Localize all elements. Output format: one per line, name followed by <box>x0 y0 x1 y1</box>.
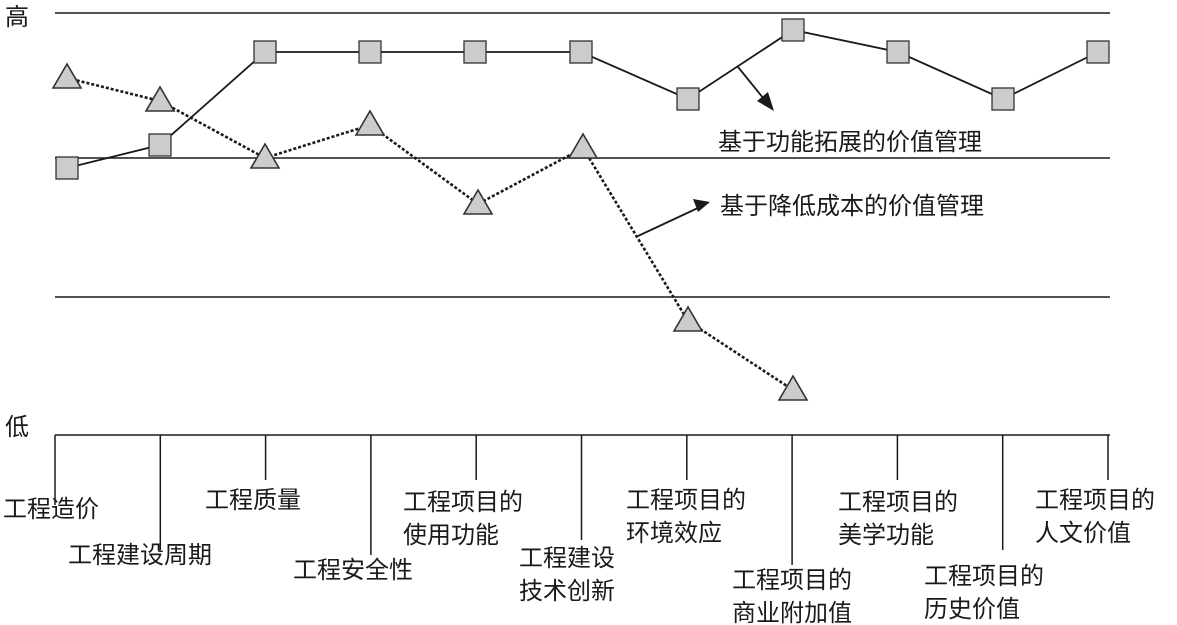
y-axis-low-label: 低 <box>5 413 29 441</box>
series-label-function: 基于功能拓展的价值管理 <box>718 128 982 156</box>
square-marker <box>781 18 805 42</box>
category-label: 工程项目的商业附加值 <box>732 566 852 625</box>
category-label: 工程建设周期 <box>68 541 212 569</box>
series-markers <box>51 18 1110 401</box>
square-marker <box>55 156 79 180</box>
legend-callout-cost: 基于降低成本的价值管理 <box>637 192 984 237</box>
triangle-marker <box>777 374 809 401</box>
triangle-marker <box>249 142 281 169</box>
triangle-marker <box>567 132 599 159</box>
triangle-marker <box>51 62 83 89</box>
triangle-marker <box>144 85 176 112</box>
callout-arrow-cost <box>637 206 701 237</box>
category-label: 工程质量 <box>205 486 301 514</box>
square-marker <box>991 87 1015 111</box>
square-marker <box>569 40 593 64</box>
y-axis-high-label: 高 <box>5 3 29 31</box>
category-label: 工程项目的使用功能 <box>403 488 523 549</box>
square-marker <box>148 133 172 157</box>
triangle-marker <box>672 305 704 332</box>
series-label-cost: 基于降低成本的价值管理 <box>720 192 984 220</box>
category-label: 工程项目的环境效应 <box>626 486 746 547</box>
category-ticks <box>54 435 1109 565</box>
square-marker <box>253 40 277 64</box>
legend-callout-function: 基于功能拓展的价值管理 <box>718 66 982 156</box>
triangle-marker <box>462 188 494 215</box>
square-marker <box>463 40 487 64</box>
category-label: 工程造价 <box>3 495 99 523</box>
square-marker <box>1086 40 1110 64</box>
callout-arrowhead-function <box>757 92 774 111</box>
category-label: 工程项目的历史价值 <box>924 562 1044 623</box>
category-label: 工程项目的美学功能 <box>838 488 958 549</box>
series-line <box>66 76 794 392</box>
triangle-marker <box>354 109 386 136</box>
square-marker <box>886 40 910 64</box>
square-marker <box>676 87 700 111</box>
category-labels: 工程造价工程建设周期工程质量工程安全性工程项目的使用功能工程建设技术创新工程项目… <box>3 486 1155 625</box>
category-label: 工程安全性 <box>293 556 413 584</box>
square-marker <box>358 40 382 64</box>
callout-arrowhead-cost <box>693 199 710 212</box>
category-label: 工程项目的人文价值 <box>1035 486 1155 547</box>
category-label: 工程建设技术创新 <box>519 544 615 605</box>
